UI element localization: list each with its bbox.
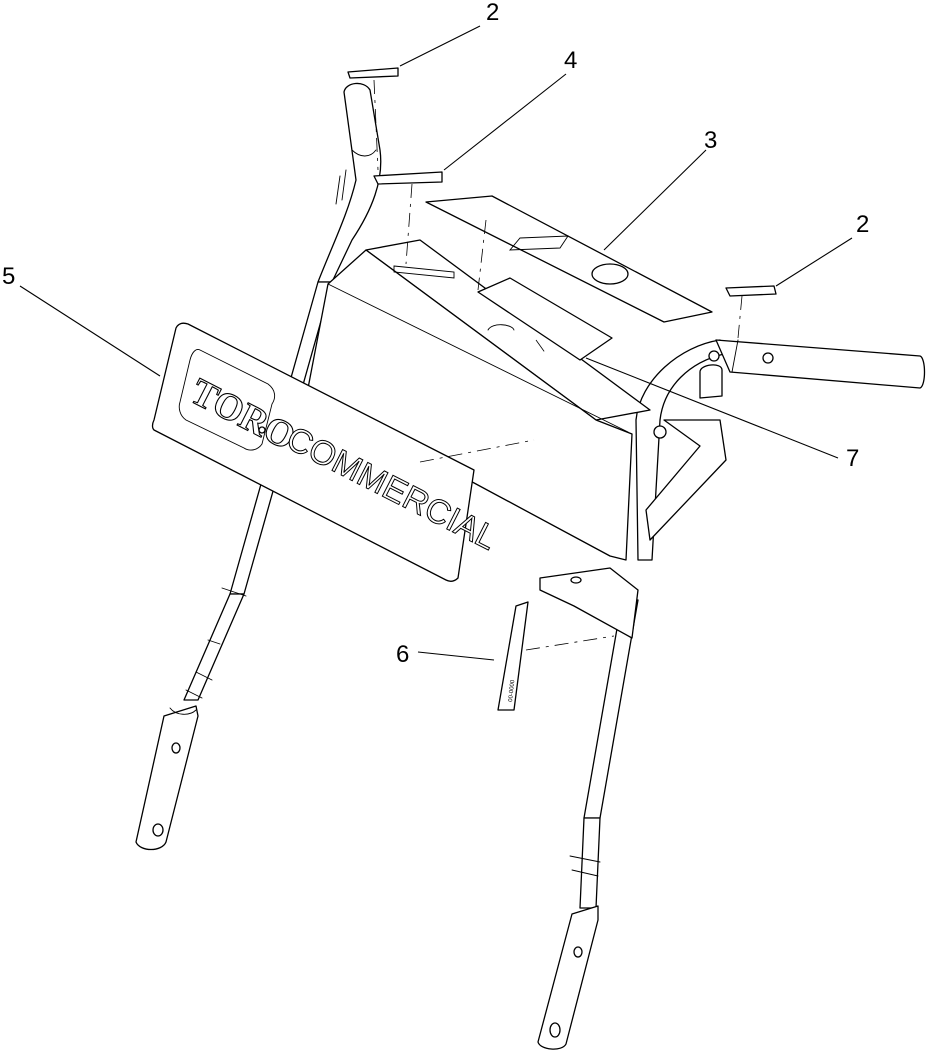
brace-bracket: [539, 364, 727, 639]
callout-2-right: 2: [856, 211, 869, 238]
callout-6: 6: [396, 641, 409, 668]
callout-3: 3: [704, 127, 717, 154]
svg-text:00-0000: 00-0000: [508, 679, 516, 702]
alignment-lines: [373, 79, 743, 651]
callout-5: 5: [2, 263, 15, 290]
callout-4: 4: [564, 47, 577, 74]
decal-3: [425, 195, 713, 323]
callout-2-left: 2: [486, 0, 499, 26]
right-handle-tube: [537, 339, 926, 1050]
decal-4: [373, 171, 443, 185]
control-panel-box: [299, 239, 667, 561]
decal-2-right-grip: [725, 285, 777, 297]
decal-6: 00-0000: [497, 601, 529, 711]
callout-labels: 2 4 3 2 5 7 6: [2, 0, 869, 668]
decal-2-left-grip: [347, 67, 399, 79]
callout-7: 7: [846, 445, 859, 472]
leader-lines: [19, 25, 853, 661]
decal-7: [477, 277, 613, 361]
